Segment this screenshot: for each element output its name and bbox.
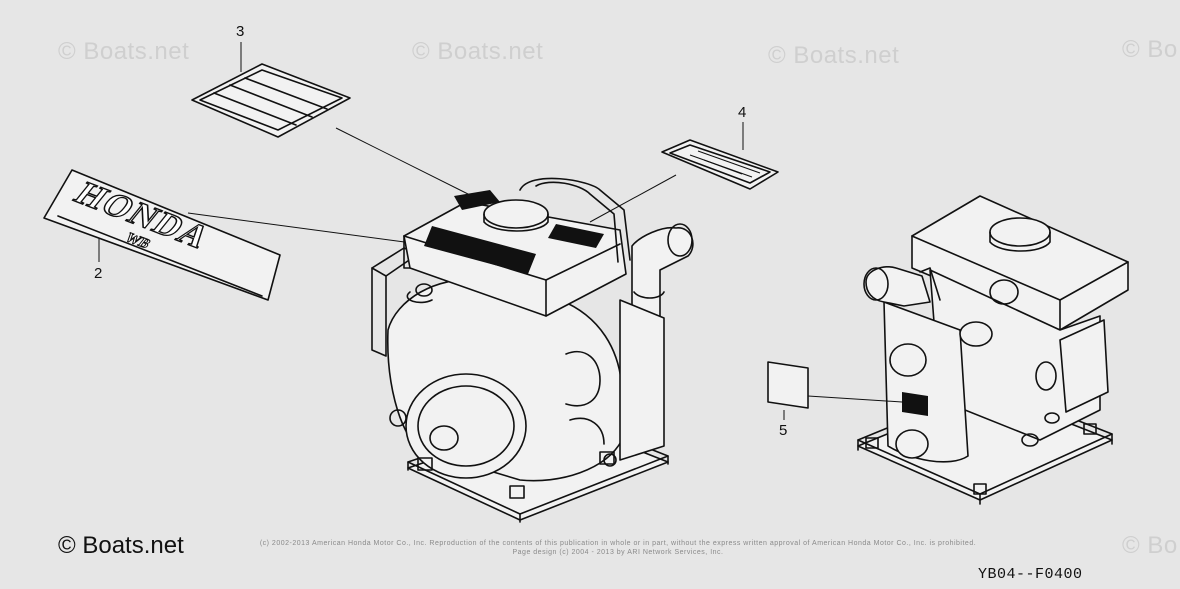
leader-line-5b xyxy=(807,395,903,403)
label-part-5[interactable] xyxy=(767,361,809,409)
watermark: © Bo xyxy=(1122,532,1178,559)
water-pump-front xyxy=(371,177,694,523)
label-part-3[interactable] xyxy=(191,63,351,138)
label-part-4[interactable] xyxy=(661,139,779,190)
callout-number-5: 5 xyxy=(779,422,788,439)
leader-line-2b xyxy=(187,212,413,244)
diagram-code: YB04--F0400 xyxy=(978,566,1083,583)
callout-number-3: 3 xyxy=(236,23,245,40)
callout-number-2: 2 xyxy=(94,265,103,282)
leader-line-3b xyxy=(335,127,477,199)
leader-line-4b xyxy=(589,174,677,223)
water-pump-rear xyxy=(857,195,1129,505)
copyright-line-1: (c) 2002-2013 American Honda Motor Co., … xyxy=(259,540,977,547)
copyright-notice: (c) 2002-2013 American Honda Motor Co., … xyxy=(178,539,1058,557)
honda-decal-part-2[interactable]: HONDA WB xyxy=(43,169,281,301)
callout-number-4: 4 xyxy=(738,104,747,121)
watermark: © Boats.net xyxy=(768,42,900,69)
watermark: © Boats.net xyxy=(58,38,190,65)
watermark: © Boats.net xyxy=(412,38,544,65)
copyright-line-2: Page design (c) 2004 - 2013 by ARI Netwo… xyxy=(512,549,724,556)
boats-net-logo: © Boats.net xyxy=(58,532,184,559)
watermark: © Bo xyxy=(1122,36,1178,63)
